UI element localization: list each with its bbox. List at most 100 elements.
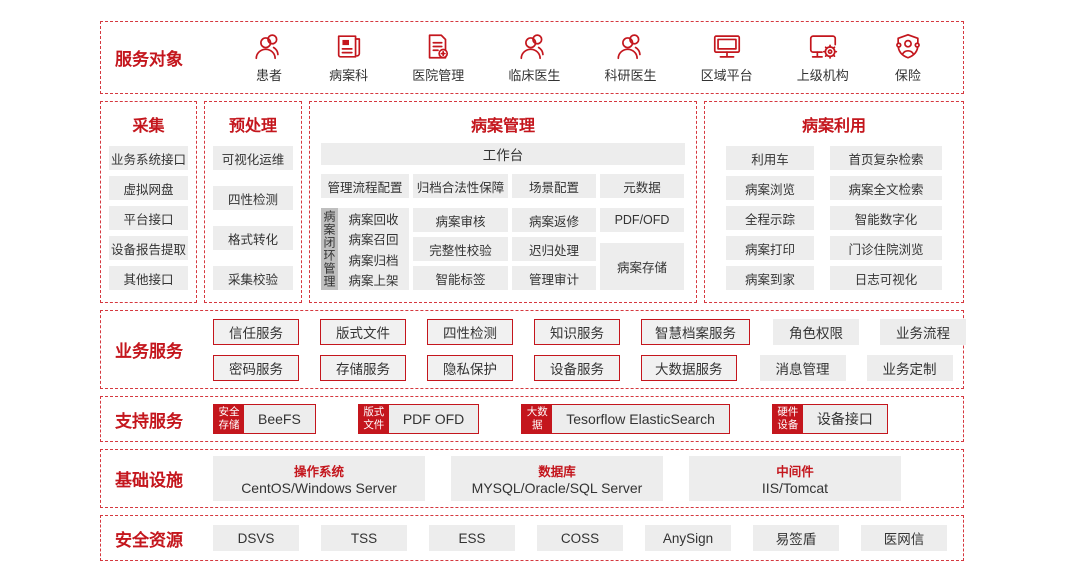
infrastructure-band: 基础设施 操作系统 CentOS/Windows Server 数据库 MYSQ… — [100, 449, 964, 508]
workbench-bar: 工作台 — [321, 143, 685, 165]
support-service-item: 大数 据 Tesorflow ElasticSearch — [521, 404, 730, 434]
record-management-box: 病案管理 工作台 管理流程配置归档合法性保障场景配置元数据 病案闭环管理 病案回… — [309, 101, 697, 303]
business-service-plain-item: 消息管理 — [759, 354, 846, 381]
management-config-item: 元数据 — [600, 174, 684, 198]
preprocess-item: 格式转化 — [213, 226, 293, 250]
service-target-item: 保险 — [893, 31, 923, 84]
preprocess-item: 四性检测 — [213, 186, 293, 210]
business-service-plain-item: 角色权限 — [773, 318, 859, 345]
record-loop-vertical-label: 病案闭环管理 — [321, 208, 338, 290]
business-service-bordered-item: 存储服务 — [320, 354, 406, 381]
service-target-label: 医院管理 — [412, 68, 465, 83]
preprocess-title: 预处理 — [228, 118, 277, 135]
platform-architecture-diagram: 服务对象 患者 病案科 医院管理 临床医生 科研医生 区域平台 — [100, 21, 966, 561]
record-utilization-box: 病案利用 利用车 首页复杂检索 病案浏览 病案全文检索 全程示踪 智能数字化 病… — [704, 101, 964, 303]
pdf-ofd-item: PDF/OFD — [600, 208, 684, 232]
management-config-item: 归档合法性保障 — [413, 174, 508, 198]
support-service-tag: 硬件 设备 — [772, 405, 803, 433]
business-services-band: 业务服务 信任服务版式文件四性检测知识服务智慧档案服务 角色权限业务流程 密码服… — [100, 310, 966, 389]
record-utilization-item: 病案到家 — [726, 266, 814, 290]
security-resource-item: DSVS — [213, 525, 299, 551]
hospital-management-icon — [423, 31, 453, 61]
record-utilization-title: 病案利用 — [801, 118, 866, 135]
record-management-title: 病案管理 — [470, 118, 535, 135]
security-resource-item: COSS — [537, 525, 623, 551]
support-service-value: BeeFS — [244, 405, 315, 433]
support-service-tag: 大数 据 — [522, 405, 553, 433]
preprocess-box: 预处理 可视化运维四性检测格式转化采集校验 — [204, 101, 302, 303]
infrastructure-item-value: IIS/Tomcat — [761, 480, 829, 496]
collection-item: 虚拟网盘 — [109, 176, 188, 200]
record-loop-item: 病案召回 — [348, 233, 399, 248]
business-service-bordered-item: 知识服务 — [534, 318, 620, 345]
service-target-label: 科研医生 — [604, 68, 657, 83]
business-services-row-2: 密码服务存储服务隐私保护设备服务大数据服务 消息管理业务定制 — [213, 354, 966, 381]
infrastructure-item: 中间件 IIS/Tomcat — [689, 456, 901, 501]
support-services-label: 支持服务 — [115, 411, 183, 431]
management-detail-grid: 病案闭环管理 病案回收病案召回病案归档病案上架 病案审核完整性校验智能标签 病案… — [321, 208, 685, 290]
management-item: 智能标签 — [413, 266, 508, 290]
service-target-label: 保险 — [894, 68, 921, 83]
research-doctor-icon — [615, 31, 647, 61]
support-service-item: 硬件 设备 设备接口 — [771, 404, 888, 434]
medical-records-dept-icon — [334, 31, 364, 61]
record-utilization-item: 日志可视化 — [830, 266, 942, 290]
collection-item: 设备报告提取 — [109, 236, 188, 260]
infrastructure-item: 操作系统 CentOS/Windows Server — [213, 456, 425, 501]
management-item: 迟归处理 — [512, 237, 596, 261]
management-column-4: PDF/OFD 病案存储 — [600, 208, 684, 290]
security-resource-item: 易签盾 — [753, 525, 839, 551]
service-target-item: 科研医生 — [605, 31, 657, 84]
service-target-item: 区域平台 — [701, 31, 753, 84]
security-resources-label: 安全资源 — [115, 530, 183, 550]
business-service-bordered-item: 隐私保护 — [427, 354, 513, 381]
management-config-row: 管理流程配置归档合法性保障场景配置元数据 — [321, 174, 685, 198]
collection-item: 平台接口 — [109, 206, 188, 230]
management-item: 病案审核 — [413, 208, 508, 232]
record-utilization-item: 病案浏览 — [726, 176, 814, 200]
record-utilization-item: 门诊住院浏览 — [830, 236, 942, 260]
service-target-item: 病案科 — [329, 31, 368, 84]
management-config-item: 管理流程配置 — [321, 174, 409, 198]
infrastructure-item-title: 数据库 — [538, 465, 576, 479]
superior-organization-icon — [807, 31, 839, 61]
business-service-bordered-item: 版式文件 — [320, 318, 406, 345]
support-service-item: 版式 文件 PDF OFD — [357, 404, 480, 434]
infrastructure-item-title: 操作系统 — [293, 465, 344, 479]
record-loop-item: 病案归档 — [348, 253, 399, 268]
service-target-label: 病案科 — [329, 68, 369, 83]
infrastructure-item-title: 中间件 — [776, 465, 814, 479]
infrastructure-item-value: CentOS/Windows Server — [241, 480, 397, 496]
service-targets-band: 服务对象 患者 病案科 医院管理 临床医生 科研医生 区域平台 — [100, 21, 964, 94]
business-service-plain-item: 业务流程 — [880, 318, 966, 345]
record-utilization-item: 病案打印 — [726, 236, 814, 260]
insurance-icon — [893, 31, 923, 61]
collection-box: 采集 业务系统接口虚拟网盘平台接口设备报告提取其他接口 — [100, 101, 197, 303]
record-utilization-item: 智能数字化 — [830, 206, 942, 230]
record-utilization-item: 病案全文检索 — [830, 176, 942, 200]
management-item: 病案返修 — [512, 208, 596, 232]
record-loop-item: 病案上架 — [348, 274, 399, 289]
support-services-band: 支持服务 安全 存储 BeeFS 版式 文件 PDF OFD 大数 据 — [100, 396, 964, 442]
service-target-label: 上级机构 — [796, 68, 849, 83]
security-resource-item: TSS — [321, 525, 407, 551]
preprocess-item: 可视化运维 — [213, 146, 293, 170]
patients-icon — [253, 31, 285, 61]
business-services-rows: 信任服务版式文件四性检测知识服务智慧档案服务 角色权限业务流程 密码服务存储服务… — [213, 318, 982, 381]
service-target-item: 患者 — [253, 31, 285, 84]
record-loop-group: 病案闭环管理 病案回收病案召回病案归档病案上架 — [321, 208, 409, 290]
service-target-label: 患者 — [256, 68, 283, 83]
service-target-label: 临床医生 — [508, 68, 561, 83]
security-resource-item: AnySign — [645, 525, 731, 551]
management-config-item: 场景配置 — [512, 174, 596, 198]
business-service-plain-item: 业务定制 — [866, 354, 953, 381]
business-service-bordered-item: 大数据服务 — [641, 354, 737, 381]
record-utilization-item: 首页复杂检索 — [830, 146, 942, 170]
business-service-bordered-item: 密码服务 — [213, 354, 299, 381]
management-item: 完整性校验 — [413, 237, 508, 261]
management-column-2: 病案审核完整性校验智能标签 — [413, 208, 508, 290]
business-service-bordered-item: 信任服务 — [213, 318, 299, 345]
support-service-value: Tesorflow ElasticSearch — [552, 405, 729, 433]
